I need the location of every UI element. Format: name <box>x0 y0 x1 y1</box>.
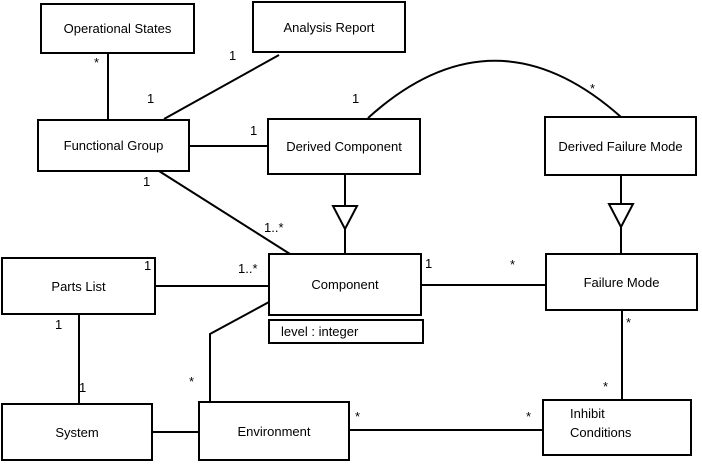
multiplicity-label: 1 <box>229 48 237 63</box>
multiplicity-label: 1 <box>143 174 151 189</box>
class-label: Parts List <box>51 278 106 294</box>
class-parts-list: Parts List <box>1 257 156 315</box>
multiplicity-label: * <box>626 315 632 330</box>
multiplicity-label: 1 <box>425 256 433 271</box>
multiplicity-label: 1 <box>250 123 258 138</box>
multiplicity-label: 1 <box>147 91 155 106</box>
class-label: Analysis Report <box>283 19 375 35</box>
class-functional-group: Functional Group <box>37 119 190 172</box>
class-label: Operational States <box>63 21 172 36</box>
class-label: Failure Mode <box>583 274 660 290</box>
association-environment-component <box>209 301 270 402</box>
multiplicity-label: 1 <box>79 380 87 395</box>
class-label: Functional Group <box>63 138 164 153</box>
multiplicity-label: 1 <box>352 91 360 106</box>
association-derived-component-derived-failure-mode-arc <box>367 59 622 119</box>
multiplicity-label: 1..* <box>264 220 284 235</box>
class-label: Derived Component <box>286 139 402 154</box>
class-derived-component: Derived Component <box>267 118 421 175</box>
multiplicity-label: * <box>526 409 532 424</box>
class-label: Derived Failure Mode <box>558 138 683 154</box>
multiplicity-label: 1 <box>144 258 152 273</box>
class-inhibit-conditions: Inhibit Conditions <box>542 399 692 456</box>
class-operational-states: Operational States <box>40 3 195 54</box>
multiplicity-label: * <box>189 374 195 389</box>
class-failure-mode: Failure Mode <box>545 253 698 311</box>
class-label: Environment <box>237 423 311 439</box>
multiplicity-label: * <box>355 409 361 424</box>
multiplicity-label: * <box>510 257 516 272</box>
attribute-label: level : integer <box>281 324 359 339</box>
multiplicity-label: 1 <box>55 317 63 332</box>
class-label: System <box>55 424 99 440</box>
class-label: Inhibit Conditions <box>570 406 632 440</box>
class-derived-failure-mode: Derived Failure Mode <box>544 116 697 176</box>
class-component: Component <box>268 253 422 316</box>
class-system: System <box>1 403 153 461</box>
class-label: Component <box>311 277 379 292</box>
association-functional-group-analysis-report <box>163 54 280 120</box>
multiplicity-label: * <box>94 55 100 70</box>
association-functional-group-component <box>158 170 291 255</box>
generalization-triangle-icon <box>331 205 359 232</box>
generalization-triangle-icon <box>607 203 635 230</box>
class-component-attributes: level : integer <box>268 319 424 344</box>
multiplicity-label: * <box>590 81 596 96</box>
class-environment: Environment <box>198 401 350 461</box>
class-analysis-report: Analysis Report <box>252 1 406 53</box>
multiplicity-label: 1..* <box>238 261 258 276</box>
multiplicity-label: * <box>603 379 609 394</box>
